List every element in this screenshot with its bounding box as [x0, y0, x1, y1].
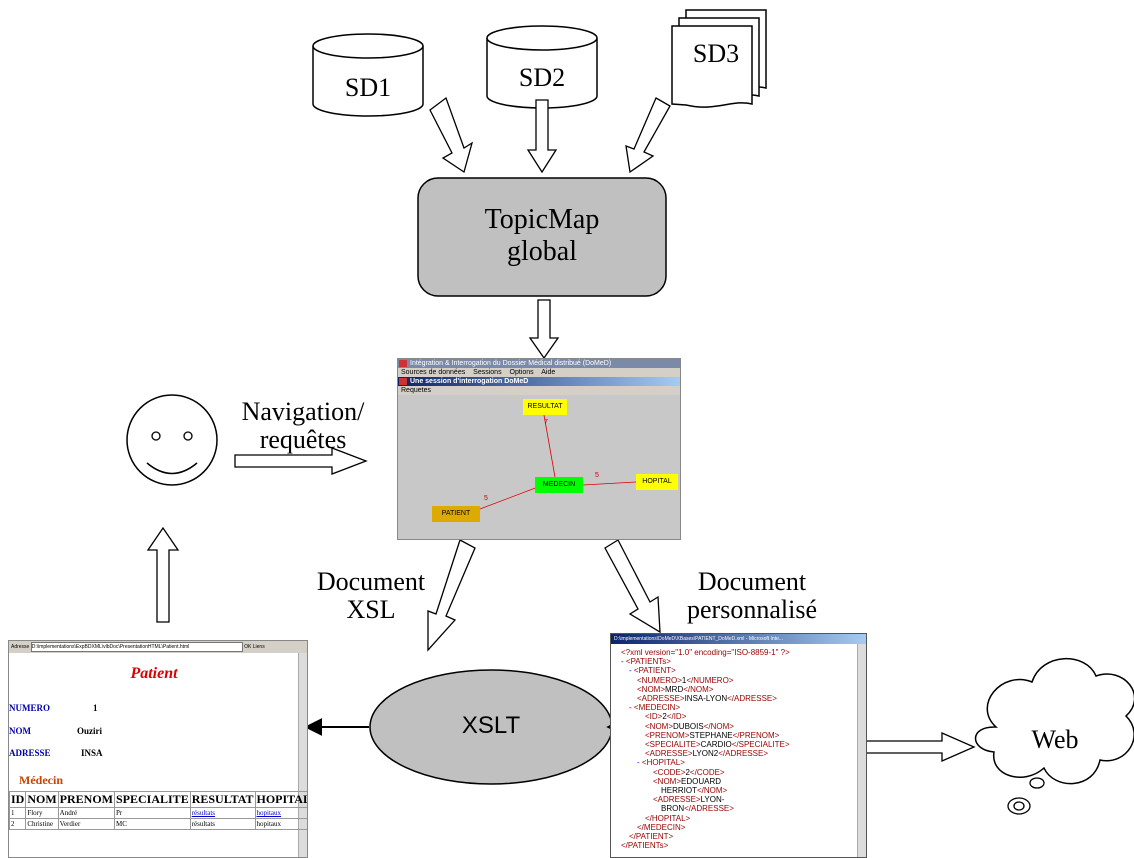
xml-line: <ADRESSE>INSA-LYON</ADRESSE>: [637, 694, 777, 703]
xml-line: HERRIOT</NOM>: [661, 786, 727, 795]
table-row: 2 Christine Verdier MC résultats hopitau…: [10, 819, 309, 830]
topicmap-line1: TopicMap: [418, 204, 666, 236]
edge-patient-medecin: [480, 487, 538, 509]
navigation-line2: requêtes: [228, 426, 378, 454]
xml-line: <NOM>DUBOIS</NOM>: [645, 722, 734, 731]
document-personnalise-line2: personnalisé: [662, 596, 842, 624]
edge-label-resultat-medecin: 7: [544, 419, 548, 426]
cell-prenom: André: [58, 808, 114, 819]
go-button[interactable]: OK: [244, 644, 251, 650]
xml-line: - <PATIENT>: [629, 666, 676, 675]
xml-line: <ID>2</ID>: [645, 712, 686, 721]
th-id: ID: [10, 792, 26, 808]
document-personnalise-line1: Document: [662, 568, 842, 596]
xml-line: <SPECIALITE>CARDIO</SPECIALITE>: [645, 740, 790, 749]
xml-line: <ADRESSE>LYON-: [653, 795, 724, 804]
th-prenom: PRENOM: [58, 792, 114, 808]
address-bar: Adresse D:\implementations\ExpBDXML\vlbD…: [9, 641, 307, 653]
node-hopital[interactable]: HOPITAL: [636, 474, 678, 490]
cell-hopital: hopitaux: [255, 819, 308, 830]
arrow-document-personnalise: [605, 540, 660, 632]
xml-line: </PATIENT>: [629, 832, 673, 841]
edge-label-patient-medecin: 5: [484, 495, 488, 502]
cell-specialite: MC: [115, 819, 191, 830]
sd3-label: SD3: [684, 40, 748, 68]
arrow-topicmap-app: [530, 300, 558, 358]
th-hopital: HOPITAL: [255, 792, 308, 808]
arrow-sd1-topicmap: [430, 98, 472, 172]
xml-line: - <MEDECIN>: [629, 703, 680, 712]
address-label: Adresse: [11, 644, 29, 650]
field-adresse-value: INSA: [81, 748, 103, 758]
xml-browser-window: D:\implementations\DoMeD\XBases\PATIENT_…: [610, 633, 867, 858]
xml-line: BRON</ADRESSE>: [661, 804, 734, 813]
arrow-xml-to-web: [866, 733, 974, 761]
table-header-row: ID NOM PRENOM SPECIALITE RESULTAT HOPITA…: [10, 792, 309, 808]
xml-titlebar: D:\implementations\DoMeD\XBases\PATIENT_…: [611, 634, 866, 644]
topicmap-line2: global: [418, 236, 666, 268]
xml-line: <NUMERO>1</NUMERO>: [637, 676, 733, 685]
address-field[interactable]: D:\implementations\ExpBDXML\vlbDoc\Prese…: [31, 642, 243, 652]
document-xsl-line2: XSL: [296, 596, 446, 624]
web-cloud-tail-icon: [1008, 778, 1044, 814]
field-numero-label: NUMERO: [9, 703, 50, 713]
field-nom-value: Ouziri: [77, 726, 102, 736]
node-patient[interactable]: PATIENT: [432, 506, 480, 522]
xml-line: </PATIENTs>: [621, 841, 668, 850]
xslt-label: XSLT: [420, 712, 562, 740]
field-adresse-label: ADRESSE: [9, 748, 51, 758]
cell-id: 1: [10, 808, 26, 819]
app-window: Intégration & Interrogation du Dossier M…: [397, 358, 681, 540]
field-numero-value: 1: [93, 703, 98, 713]
cell-id: 2: [10, 819, 26, 830]
cell-resultat: résultats: [190, 819, 255, 830]
xml-line: <NOM>MRD</NOM>: [637, 685, 713, 694]
xml-line: <?xml version="1.0" encoding="ISO-8859-1…: [621, 648, 790, 657]
topicmap-label: TopicMap global: [418, 204, 666, 268]
cell-nom: Flory: [26, 808, 58, 819]
cell-specialite: Pr: [115, 808, 191, 819]
patient-title: Patient: [9, 665, 299, 683]
xml-line: </MEDECIN>: [637, 823, 685, 832]
th-nom: NOM: [26, 792, 58, 808]
arrow-sd3-topicmap: [626, 98, 670, 172]
web-cloud-icon: [976, 659, 1134, 784]
medecin-section-title: Médecin: [19, 773, 63, 788]
user-smiley-icon: [127, 395, 217, 485]
arrow-patient-to-user: [148, 528, 178, 622]
xml-line: <PRENOM>STEPHANE</PRENOM>: [645, 731, 779, 740]
xml-line: - <PATIENTs>: [621, 657, 671, 666]
edge-label-medecin-hopital: 5: [595, 472, 599, 479]
edge-medecin-hopital: [583, 482, 636, 485]
xml-line: <CODE>2</CODE>: [653, 768, 725, 777]
document-xsl-line1: Document: [296, 568, 446, 596]
table-row: 1 Flory André Pr résultats hopitaux: [10, 808, 309, 819]
links-button[interactable]: Liens: [253, 644, 265, 650]
xml-scrollbar[interactable]: [857, 644, 866, 857]
document-xsl-label: Document XSL: [296, 568, 446, 624]
node-resultat[interactable]: RESULTAT: [523, 399, 567, 415]
cell-resultat-link[interactable]: résultats: [190, 808, 255, 819]
cell-prenom: Verdier: [58, 819, 114, 830]
navigation-label: Navigation/ requêtes: [228, 398, 378, 454]
arrow-sd2-topicmap: [528, 100, 556, 172]
patient-browser-window: Adresse D:\implementations\ExpBDXML\vlbD…: [8, 640, 308, 858]
xml-line: </HOPITAL>: [645, 814, 690, 823]
field-nom-label: NOM: [9, 726, 31, 736]
cell-hopital-link[interactable]: hopitaux: [255, 808, 308, 819]
sd1-label: SD1: [336, 74, 400, 102]
sd2-label: SD2: [510, 64, 574, 92]
node-medecin[interactable]: MEDECIN: [535, 477, 583, 493]
xml-line: - <HOPITAL>: [637, 758, 685, 767]
web-label: Web: [1010, 726, 1100, 754]
xml-line: <NOM>EDOUARD: [653, 777, 721, 786]
navigation-line1: Navigation/: [228, 398, 378, 426]
cell-nom: Christine: [26, 819, 58, 830]
th-resultat: RESULTAT: [190, 792, 255, 808]
medecin-table: ID NOM PRENOM SPECIALITE RESULTAT HOPITA…: [9, 791, 308, 830]
document-personnalise-label: Document personnalisé: [662, 568, 842, 624]
xml-line: <ADRESSE>LYON2</ADRESSE>: [645, 749, 768, 758]
th-specialite: SPECIALITE: [115, 792, 191, 808]
